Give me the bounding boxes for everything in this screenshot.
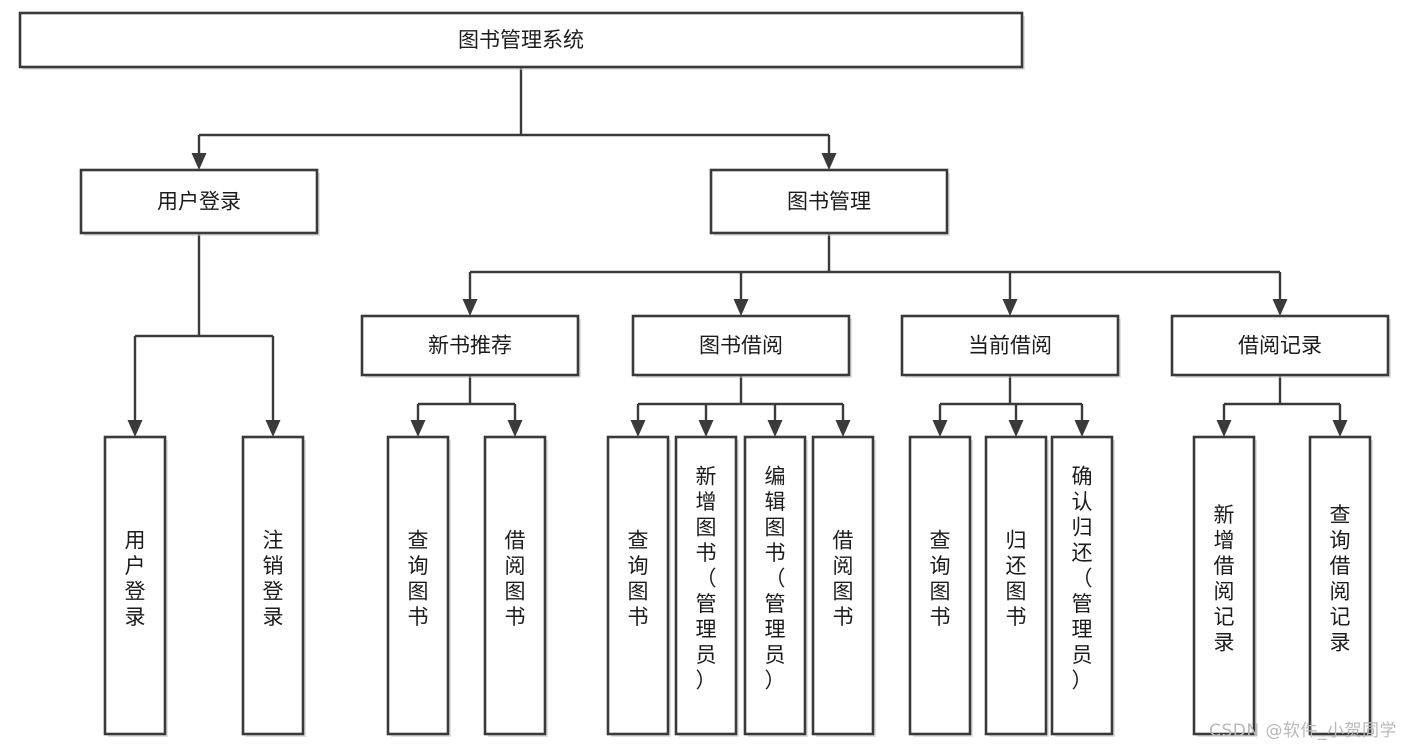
node-rect[interactable] [483, 435, 547, 736]
connector-layer [127, 67, 1348, 437]
connector-book-borrow [630, 375, 851, 437]
node-label: 新书推荐 [428, 334, 512, 358]
node-book-borrow[interactable]: 图书借阅 [631, 314, 852, 378]
connector-user-login [127, 233, 281, 437]
node-label: 图书管理 [787, 190, 871, 214]
node-leaf-return-book[interactable]: 归还图书 [984, 435, 1049, 737]
arrow-head-icon [698, 420, 714, 437]
arrow-head-icon [265, 420, 281, 437]
node-leaf-add-borrow-record[interactable]: 新增借阅记录 [1192, 435, 1257, 737]
arrow-head-icon [410, 420, 426, 437]
arrow-head-icon [462, 299, 478, 316]
node-rect[interactable] [103, 435, 167, 736]
arrow-head-icon [630, 420, 646, 437]
node-leaf-borrow-book[interactable]: 借阅图书 [811, 435, 876, 737]
arrow-head-icon [127, 420, 143, 437]
arrow-head-icon [1002, 299, 1018, 316]
node-rect[interactable] [674, 435, 738, 736]
connector-book-manage [462, 233, 1288, 316]
arrow-head-icon [1272, 299, 1288, 316]
node-leaf-user-login[interactable]: 用户登录 [103, 435, 168, 737]
node-label: 新增借阅记录 [1214, 503, 1235, 655]
node-rect[interactable] [606, 435, 670, 736]
node-rect[interactable] [1308, 435, 1372, 736]
node-rect[interactable] [1192, 435, 1256, 736]
node-borrow-record[interactable]: 借阅记录 [1170, 314, 1391, 378]
arrow-head-icon [1074, 420, 1090, 437]
node-rect[interactable] [984, 435, 1048, 736]
node-label: 借阅图书 [505, 528, 526, 629]
csdn-watermark: CSDN @软件_小贺同学 [1209, 721, 1397, 741]
node-rect[interactable] [908, 435, 972, 736]
connector-current-borrow [932, 375, 1090, 437]
node-label: 用户登录 [125, 528, 146, 629]
node-rect[interactable] [811, 435, 875, 736]
connector-borrow-record [1216, 375, 1348, 437]
arrow-head-icon [1216, 420, 1232, 437]
arrow-head-icon [1332, 420, 1348, 437]
node-label: 查询借阅记录 [1330, 503, 1351, 655]
node-label: 新增图书（管理员） [696, 465, 717, 693]
node-label: 查询图书 [930, 528, 951, 629]
node-rect[interactable] [79, 168, 319, 235]
node-label: 图书借阅 [699, 334, 783, 358]
node-rect[interactable] [709, 168, 949, 235]
node-label: 借阅记录 [1238, 334, 1322, 358]
node-rect[interactable] [241, 435, 305, 736]
node-rect[interactable] [360, 314, 580, 377]
node-leaf-edit-book[interactable]: 编辑图书（管理员） [743, 435, 808, 737]
node-label: 用户登录 [157, 190, 241, 214]
arrow-head-icon [767, 420, 783, 437]
node-new-book-recommend[interactable]: 新书推荐 [360, 314, 581, 378]
node-layer: 图书管理系统用户登录图书管理新书推荐图书借阅当前借阅借阅记录用户登录注销登录查询… [18, 11, 1391, 737]
connector-root [191, 67, 837, 170]
node-rect[interactable] [1050, 435, 1114, 736]
node-label: 查询图书 [408, 528, 429, 629]
arrow-head-icon [932, 420, 948, 437]
node-label: 注销登录 [263, 528, 284, 629]
node-current-borrow[interactable]: 当前借阅 [900, 314, 1121, 378]
node-label: 当前借阅 [968, 334, 1052, 358]
arrow-head-icon [821, 153, 837, 170]
node-leaf-add-book[interactable]: 新增图书（管理员） [674, 435, 739, 737]
node-rect[interactable] [18, 11, 1024, 69]
node-rect[interactable] [900, 314, 1120, 377]
node-rect[interactable] [631, 314, 851, 377]
node-label: 查询图书 [628, 528, 649, 629]
node-user-login[interactable]: 用户登录 [79, 168, 320, 236]
connector-new-book-recommend [410, 375, 523, 437]
node-label: 编辑图书（管理员） [765, 465, 786, 693]
node-leaf-user-logout[interactable]: 注销登录 [241, 435, 306, 737]
node-label: 借阅图书 [833, 528, 854, 629]
node-leaf-query-book-borrow[interactable]: 查询图书 [606, 435, 671, 737]
arrow-head-icon [733, 299, 749, 316]
node-rect[interactable] [743, 435, 807, 736]
node-book-manage[interactable]: 图书管理 [709, 168, 950, 236]
node-label: 确认归还（管理员） [1072, 465, 1093, 693]
node-rect[interactable] [1170, 314, 1390, 377]
arrow-head-icon [835, 420, 851, 437]
arrow-head-icon [1008, 420, 1024, 437]
node-leaf-borrow-book-rec[interactable]: 借阅图书 [483, 435, 548, 737]
node-leaf-confirm-return[interactable]: 确认归还（管理员） [1050, 435, 1115, 737]
node-leaf-query-book-rec[interactable]: 查询图书 [386, 435, 451, 737]
arrow-head-icon [191, 153, 207, 170]
arrow-head-icon [507, 420, 523, 437]
node-root[interactable]: 图书管理系统 [18, 11, 1025, 70]
node-label: 图书管理系统 [458, 28, 584, 52]
node-leaf-query-book-cur[interactable]: 查询图书 [908, 435, 973, 737]
node-leaf-query-borrow-record[interactable]: 查询借阅记录 [1308, 435, 1373, 737]
node-label: 归还图书 [1006, 528, 1027, 629]
node-rect[interactable] [386, 435, 450, 736]
